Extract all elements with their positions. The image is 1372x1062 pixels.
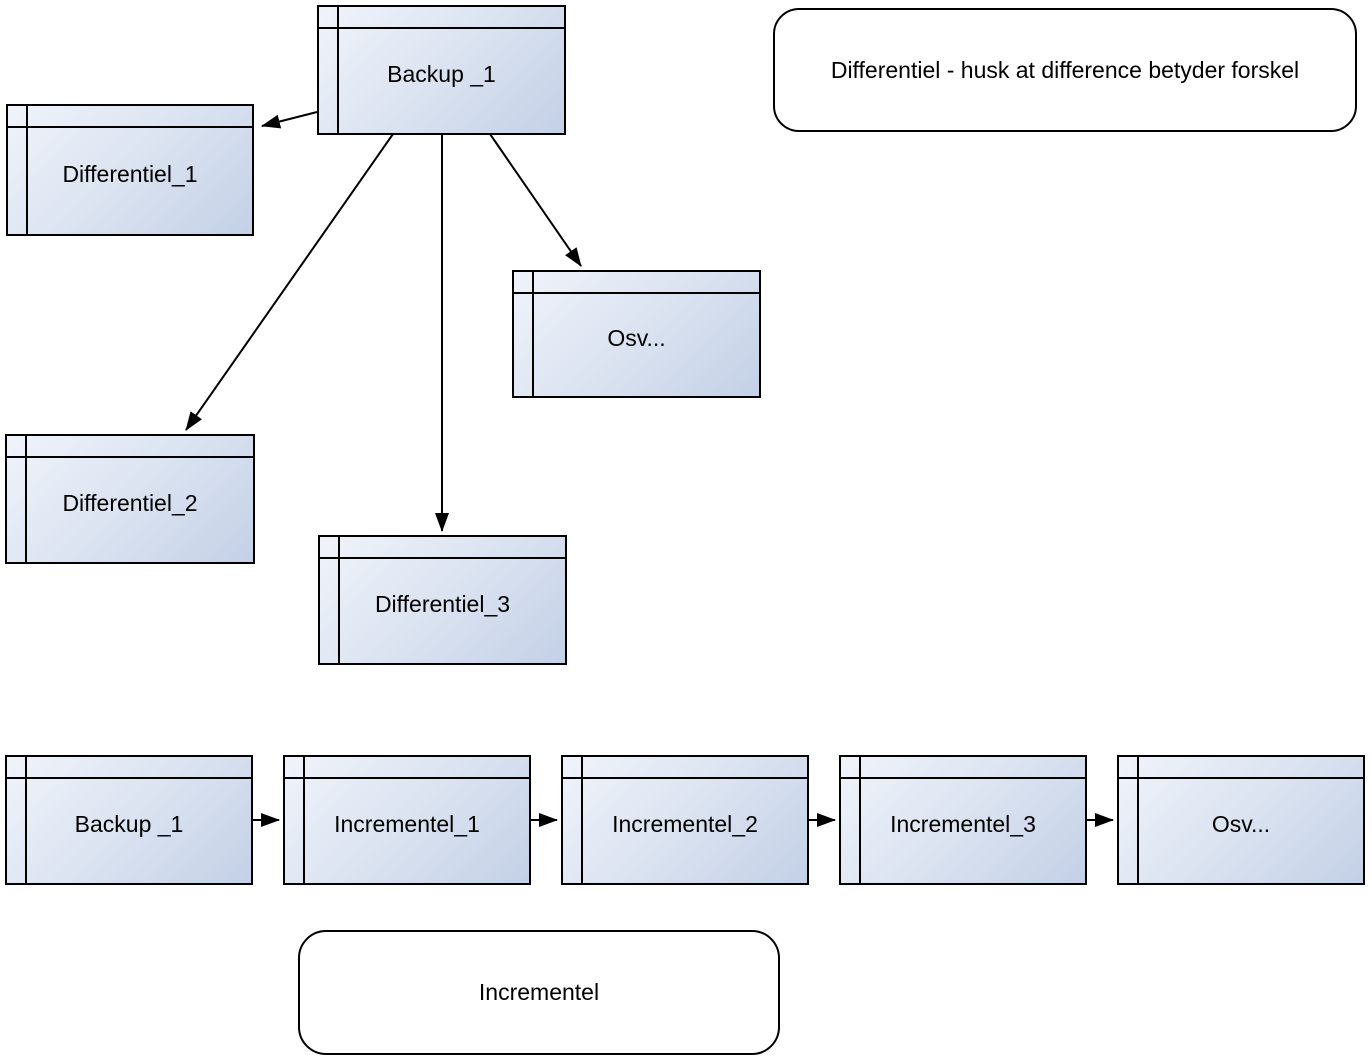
node-incrementel-3[interactable]: Incrementel_3: [839, 755, 1087, 885]
node-backup-1-top[interactable]: Backup _1: [317, 5, 566, 135]
node-backup-1-bottom[interactable]: Backup _1: [5, 755, 253, 885]
node-osv-bottom[interactable]: Osv...: [1117, 755, 1365, 885]
note-text: Incrementel: [478, 979, 600, 1005]
node-label: Incrementel_2: [612, 810, 758, 837]
note-differentiel[interactable]: Differentiel - husk at difference betyde…: [773, 8, 1357, 132]
node-incrementel-1[interactable]: Incrementel_1: [283, 755, 531, 885]
note-incrementel[interactable]: Incrementel: [298, 930, 780, 1055]
node-label: Backup _1: [387, 60, 496, 87]
node-differentiel-2[interactable]: Differentiel_2: [5, 434, 255, 564]
note-text: Differentiel - husk at difference betyde…: [830, 56, 1300, 83]
node-label: Osv...: [607, 324, 666, 351]
node-label: Differentiel_1: [62, 160, 198, 187]
node-label: Incrementel_1: [334, 810, 480, 837]
node-differentiel-3[interactable]: Differentiel_3: [318, 535, 567, 665]
arrow-backup-to-differentiel-1: [261, 111, 318, 129]
node-incrementel-2[interactable]: Incrementel_2: [561, 755, 809, 885]
node-differentiel-1[interactable]: Differentiel_1: [6, 104, 254, 236]
node-label: Differentiel_3: [374, 590, 511, 617]
node-label: Incrementel_3: [890, 810, 1036, 837]
arrow-backup-to-osv: [489, 133, 582, 267]
node-label: Differentiel_2: [62, 489, 198, 516]
node-label: Osv...: [1211, 810, 1271, 837]
node-osv-top[interactable]: Osv...: [512, 270, 761, 398]
node-label: Backup _1: [74, 810, 184, 837]
